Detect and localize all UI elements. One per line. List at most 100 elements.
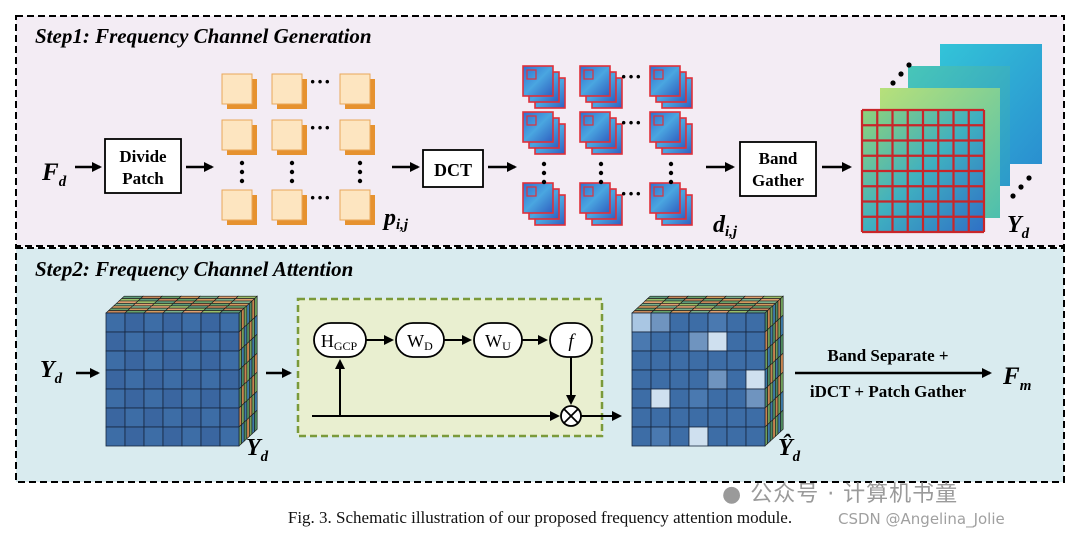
cube-cell: [227, 303, 251, 307]
wechat-icon: ●: [722, 482, 743, 507]
cube-cell: [707, 388, 728, 409]
cube-cell: [115, 300, 139, 304]
cube-cell: [246, 397, 250, 421]
cube-cell: [726, 331, 747, 352]
cube-cell: [726, 407, 747, 428]
cube-cell: [126, 307, 150, 311]
cube-cell: [631, 312, 652, 333]
figure-caption: Fig. 3. Schematic illustration of our pr…: [287, 508, 793, 527]
cube-cell: [156, 298, 180, 302]
cube-cell: [693, 305, 717, 309]
wu-node: WU: [473, 322, 523, 358]
cube-cell: [750, 305, 774, 309]
cube-cell: [105, 331, 126, 352]
cube-cell: [189, 303, 213, 307]
cube-cell: [767, 326, 771, 350]
stack-dot: [906, 62, 912, 68]
cube-cell: [669, 426, 690, 447]
ellipsis-dot: [289, 178, 295, 184]
cube-cell: [246, 359, 250, 383]
cube-cell: [246, 340, 250, 364]
cube-cell: [688, 369, 709, 390]
band-red-grid: [860, 108, 986, 234]
patch-tile: [221, 119, 257, 155]
cube-cell: [760, 295, 784, 299]
step1-input-label: Fd: [41, 159, 67, 190]
cube-cell: [249, 338, 253, 362]
wechat-watermark: ● 公众号 · 计算机书童: [722, 482, 959, 507]
cube-cell: [769, 324, 774, 347]
cube-cell: [769, 381, 774, 404]
cube-cell: [775, 376, 779, 400]
cube-cell: [251, 316, 255, 340]
patch-tile: [339, 189, 375, 225]
cube-cell: [652, 307, 676, 311]
patch-tile: [221, 73, 257, 109]
cube-cell: [775, 319, 779, 343]
cube-cell: [644, 298, 668, 302]
cube-cell: [162, 369, 183, 390]
cube-cell: [734, 303, 758, 307]
divide-patch-line1: Divide: [119, 147, 167, 166]
stack-dot: [1010, 193, 1016, 199]
cube-cell: [241, 383, 245, 407]
ellipsis-dots: ···: [620, 64, 642, 89]
cube-cell: [707, 350, 728, 371]
cube-cell: [639, 303, 663, 307]
cube-cell: [120, 295, 144, 299]
stack-dot: [898, 71, 904, 77]
ellipsis-dots: ···: [620, 110, 642, 135]
cube-cell: [663, 298, 687, 302]
cube-cell: [200, 350, 221, 371]
final-output-label: Fm: [1002, 363, 1031, 394]
ellipsis-dots: ···: [309, 185, 331, 210]
band-gather-line1: Band: [759, 149, 798, 168]
cube-cell: [775, 338, 779, 362]
input-cube-label: Yd: [246, 435, 269, 465]
cube-cell: [777, 392, 781, 416]
cube-cell: [162, 350, 183, 371]
dct-tile: [649, 182, 693, 226]
cube-cell: [707, 312, 728, 333]
ellipsis-dot: [541, 170, 547, 176]
cube-cell: [769, 362, 774, 385]
cube-cell: [707, 407, 728, 428]
cube-cell: [650, 331, 671, 352]
cube-cell: [688, 426, 709, 447]
cube-cell: [200, 407, 221, 428]
dct-tile: [579, 111, 623, 155]
f-node: f: [549, 322, 593, 358]
cube-cell: [777, 411, 781, 435]
cube-cell: [767, 345, 771, 369]
cube-cell: [200, 388, 221, 409]
cube-cell: [251, 392, 255, 416]
cube-cell: [688, 407, 709, 428]
cube-cell: [777, 335, 781, 359]
cube-cell: [631, 388, 652, 409]
cube-cell: [669, 350, 690, 371]
ellipsis-dot: [289, 169, 295, 175]
cube-cell: [170, 303, 194, 307]
cube-cell: [124, 407, 145, 428]
cube-cell: [205, 305, 229, 309]
svg-text:WD: WD: [407, 331, 433, 353]
cube-cell: [232, 298, 256, 302]
step1-title: Step1: Frequency Channel Generation: [35, 24, 372, 48]
cube-cell: [181, 312, 202, 333]
cube-cell: [745, 331, 766, 352]
cube-cell: [124, 388, 145, 409]
ellipsis-dot: [239, 178, 245, 184]
cube-cell: [701, 298, 725, 302]
ellipsis-dot: [668, 170, 674, 176]
cube-cell: [726, 369, 747, 390]
cube-cell: [162, 331, 183, 352]
cube-cell: [243, 324, 248, 347]
cube-cell: [249, 357, 253, 381]
cube-cell: [717, 300, 741, 304]
cube-cell: [194, 298, 218, 302]
cube-cell: [143, 369, 164, 390]
cube-cell: [241, 307, 245, 331]
cube-cell: [780, 295, 784, 319]
cube-cell: [669, 407, 690, 428]
ellipsis-dot: [357, 178, 363, 184]
